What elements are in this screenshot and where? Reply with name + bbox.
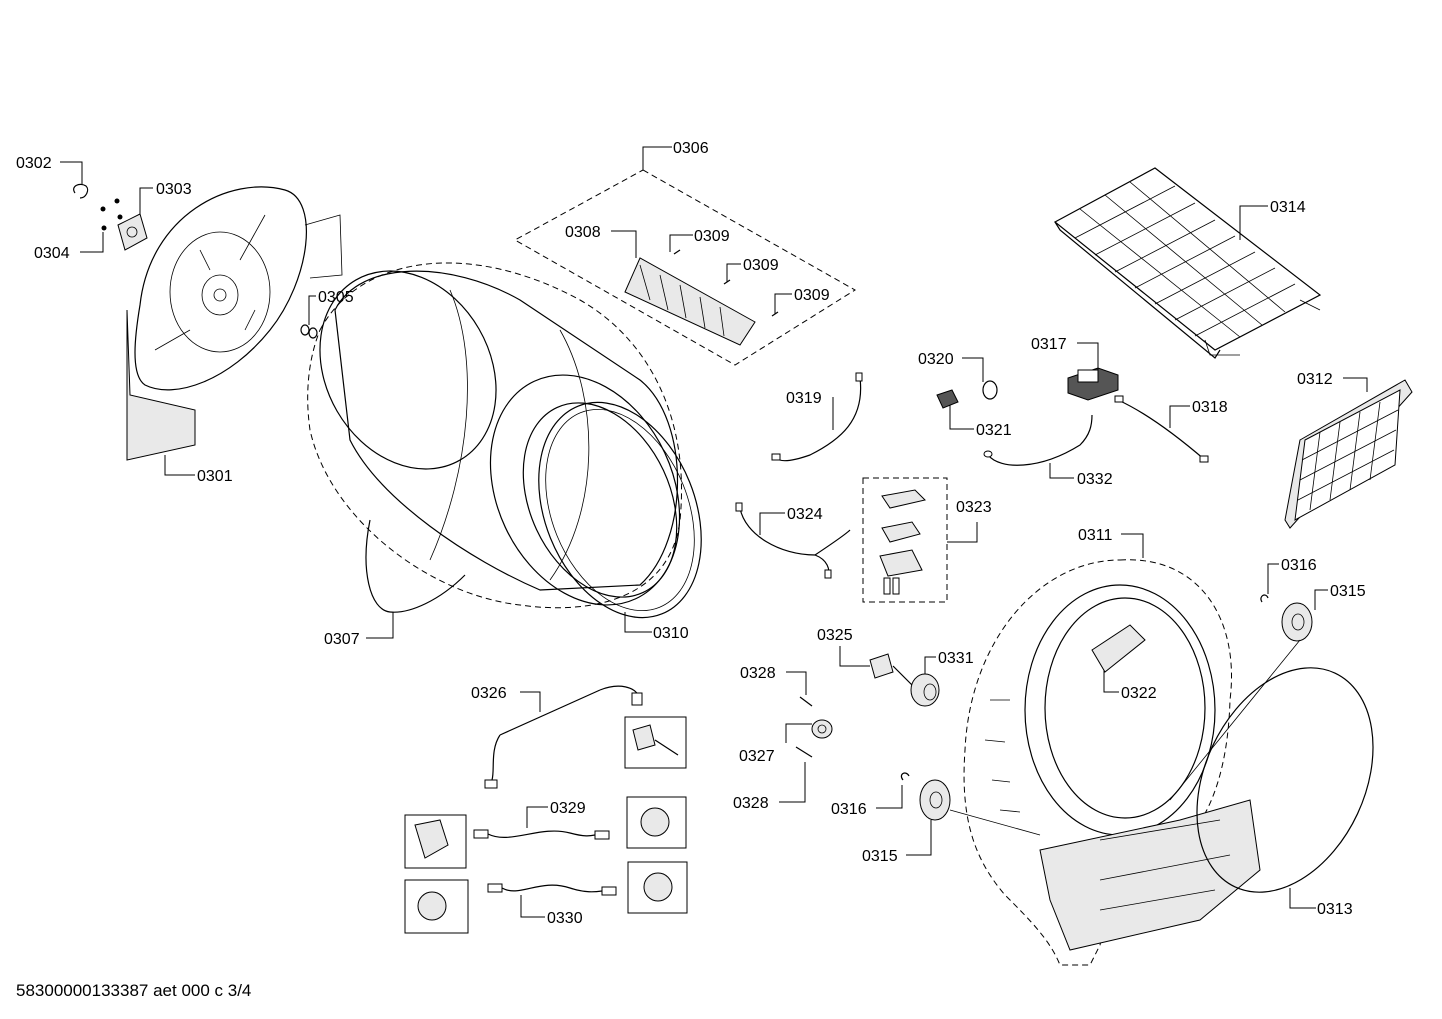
label-0323: 0323 [956,499,992,516]
label-0312: 0312 [1297,371,1333,388]
part-0311-front-bulkhead [963,559,1261,966]
label-0316-b: 0316 [831,801,867,818]
part-0301-rear-bulkhead [126,186,343,461]
label-0319: 0319 [786,390,822,407]
part-0319-wire [771,372,863,462]
part-0310-drum-seal [538,401,702,619]
label-0328-b: 0328 [733,795,769,812]
part-0321-socket [936,389,959,409]
label-0311: 0311 [1078,527,1113,544]
label-0328-a: 0328 [740,665,776,682]
part-0330-wire [487,883,617,896]
label-0302: 0302 [16,155,52,172]
part-0326-heater [484,685,643,789]
label-0318: 0318 [1192,399,1228,416]
part-0305-washers [300,324,318,339]
part-0307-drum [307,262,682,613]
label-0326: 0326 [471,685,507,702]
label-0307: 0307 [324,631,360,648]
inset-panels [404,796,688,934]
part-0320-bulb [982,380,998,400]
part-0327-idler [811,719,833,739]
part-0323-connectors [879,489,926,595]
group-0323-outline [862,477,948,603]
label-0329: 0329 [550,800,586,817]
part-0302-clip [73,183,89,199]
label-0301: 0301 [197,468,233,485]
label-0309-a: 0309 [694,228,730,245]
document-reference: 58300000133387 aet 000 c 3/4 [16,981,252,1000]
label-0303: 0303 [156,181,192,198]
part-0325-motor-shaft [869,653,916,689]
label-0315-a: 0315 [1330,583,1366,600]
label-0332: 0332 [1077,471,1113,488]
part-0312-lint-filter [1284,379,1413,529]
part-0315-roller-upper [1281,602,1313,642]
part-0324-wire [735,502,851,579]
label-0306: 0306 [673,140,709,157]
group-0306-outline [513,169,856,366]
label-0322: 0322 [1121,685,1157,702]
part-0313-drive-belt [1196,667,1374,893]
label-0310: 0310 [653,625,689,642]
label-0308: 0308 [565,224,601,241]
label-0315-b: 0315 [862,848,898,865]
label-0324: 0324 [787,506,823,523]
label-0330: 0330 [547,910,583,927]
label-0309-c: 0309 [794,287,830,304]
label-0309-b: 0309 [743,257,779,274]
part-0317-thermostat-block [1067,367,1119,401]
part-0314-drying-rack [1053,167,1322,359]
label-0304: 0304 [34,245,70,262]
part-0332-wire [983,414,1093,466]
label-0325: 0325 [817,627,853,644]
part-0315-roller-lower [919,779,951,821]
part-0329-wire [473,829,610,840]
part-0326-inset-sensor [624,716,687,769]
part-0331-pulley [910,673,940,707]
label-0321: 0321 [976,422,1012,439]
part-0303-bracket [100,198,148,251]
label-0320: 0320 [918,351,954,368]
label-0331: 0331 [938,650,974,667]
part-0328-screws [795,696,813,758]
label-0313: 0313 [1317,901,1353,918]
assembly-guide-lines [949,639,1301,836]
label-0317: 0317 [1031,336,1067,353]
label-0316-a: 0316 [1281,557,1317,574]
part-0316-clip-upper [1260,594,1269,603]
part-0316-clip-lower [900,772,910,781]
part-0318-wire [1114,395,1209,463]
label-0314: 0314 [1270,199,1306,216]
part-0308-baffle [624,257,756,346]
label-0327: 0327 [739,748,775,765]
